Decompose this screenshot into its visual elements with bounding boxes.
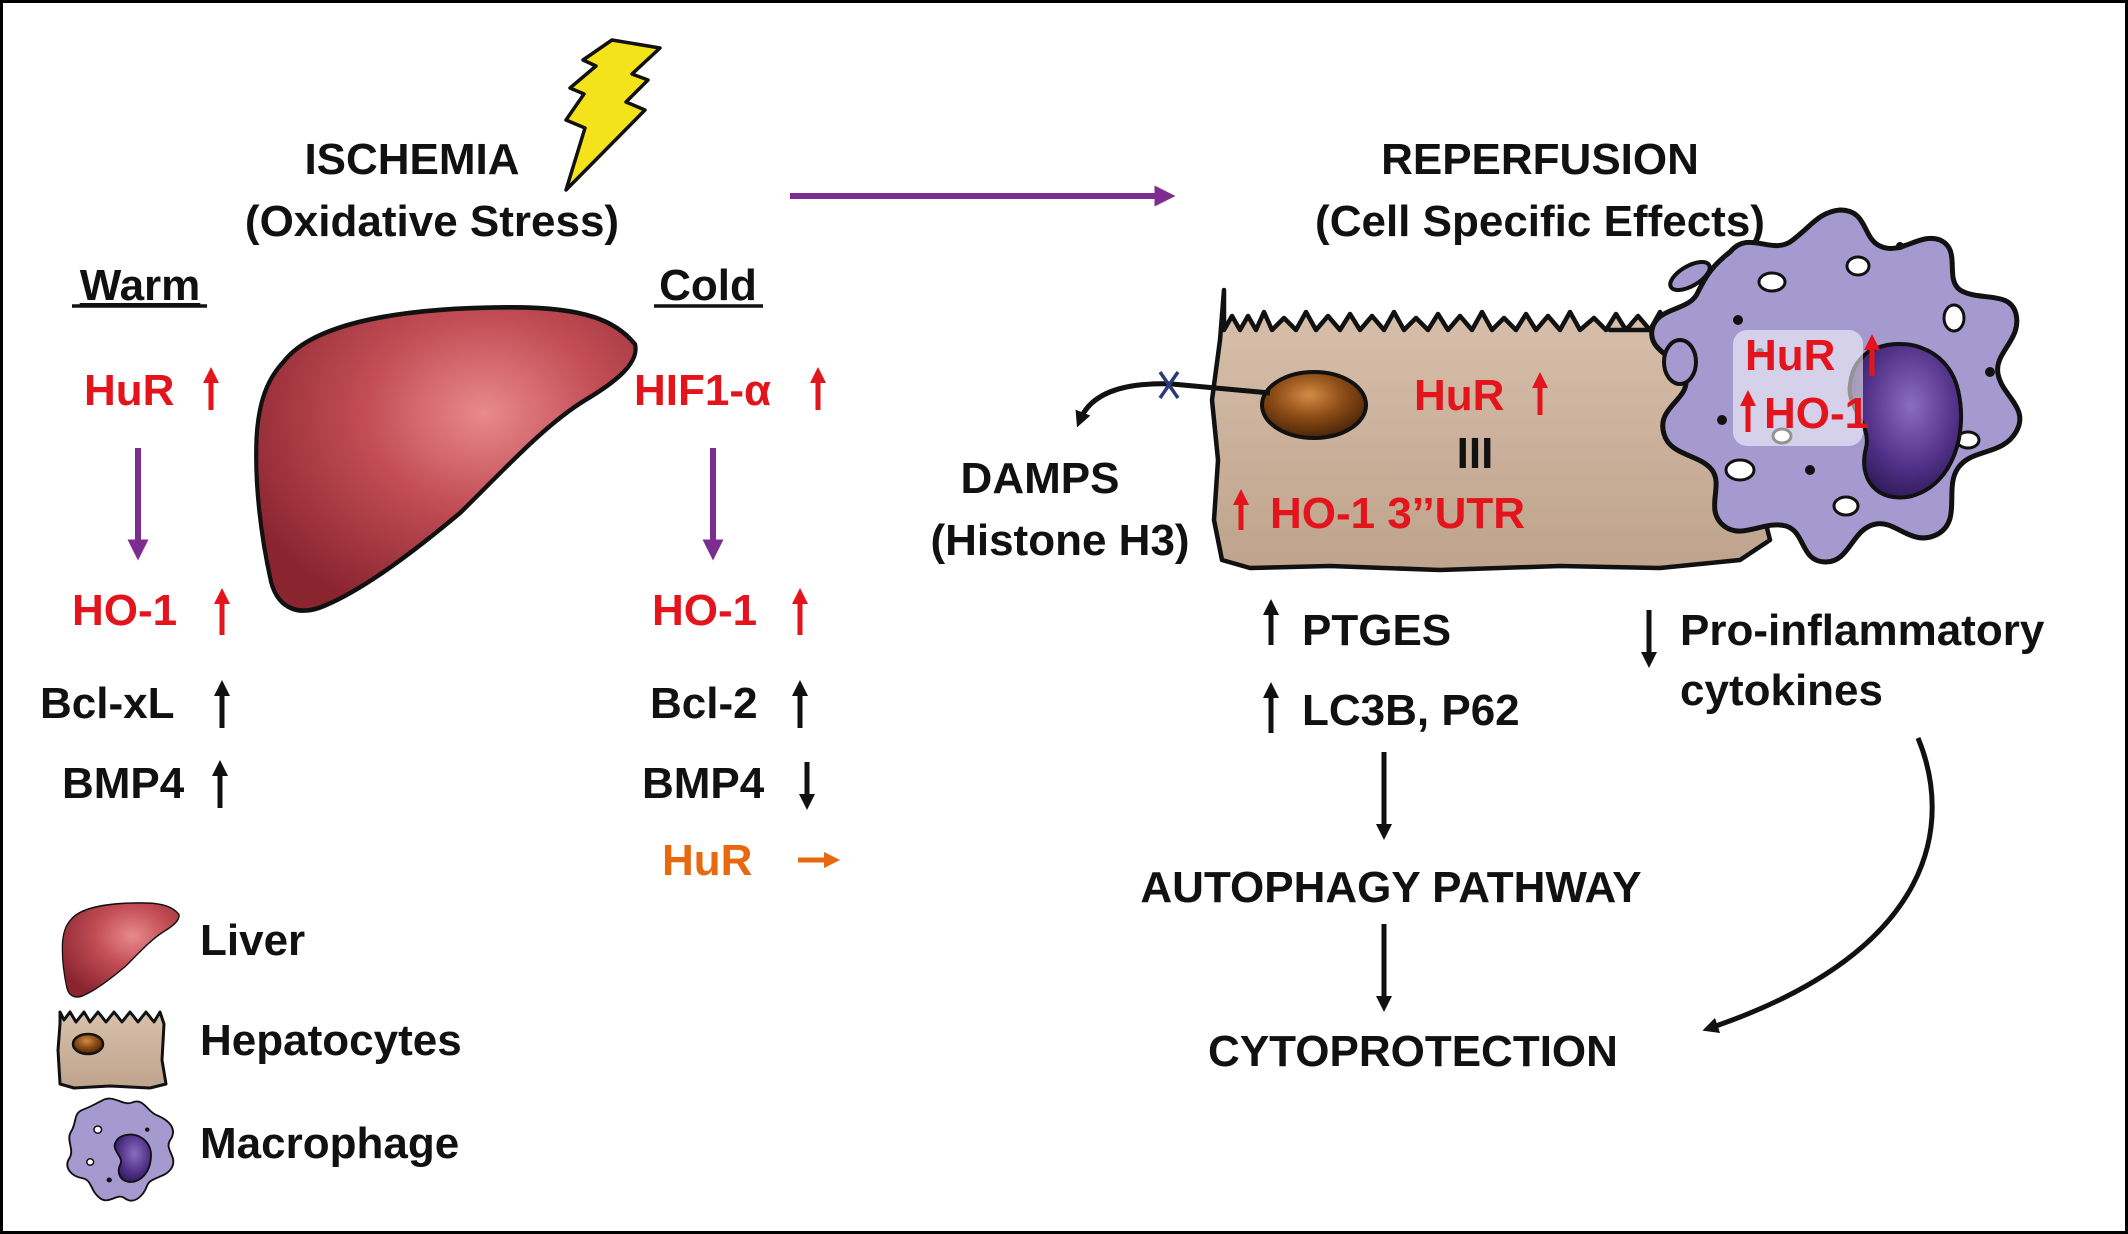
cold-hur-label: HuR xyxy=(662,836,752,885)
ptges-label: PTGES xyxy=(1302,606,1451,655)
macrophage-label-box xyxy=(1733,330,1863,446)
ho1-3utr-label: HO-1 3’’UTR xyxy=(1270,489,1525,538)
macrophage-illustration xyxy=(1649,207,2023,565)
warm-heading: Warm xyxy=(80,261,201,310)
reperfusion-title: REPERFUSION xyxy=(1381,135,1699,184)
cold-heading: Cold xyxy=(659,261,757,310)
macrophage-hur-label: HuR xyxy=(1745,331,1835,380)
damps-label: DAMPS xyxy=(961,454,1120,503)
warm-hur-label: HuR xyxy=(84,366,174,415)
legend-hepatocyte-label: Hepatocytes xyxy=(200,1016,462,1065)
cytokines-to-cytoprotection-arrow xyxy=(1702,737,1935,1034)
reperfusion-subtitle: (Cell Specific Effects) xyxy=(1315,197,1765,246)
macrophage-icon xyxy=(66,1097,175,1202)
liver-illustration xyxy=(256,307,635,610)
lc3b-p62-label: LC3B, P62 xyxy=(1302,686,1520,735)
cold-hif1a-label: HIF1-α xyxy=(634,366,771,415)
histone-label: (Histone H3) xyxy=(930,516,1189,565)
cold-ho1-label: HO-1 xyxy=(652,586,757,635)
macrophage-ho1-label: HO-1 xyxy=(1764,389,1869,438)
cytoprotection-label: CYTOPROTECTION xyxy=(1208,1027,1618,1076)
hepatocyte-hur-label: HuR xyxy=(1414,371,1504,420)
hepatocyte-nucleus xyxy=(1260,370,1368,440)
ischemia-title: ISCHEMIA xyxy=(304,135,519,184)
legend-macrophage-label: Macrophage xyxy=(200,1119,459,1168)
cold-bcl2-label: Bcl-2 xyxy=(650,679,758,728)
hur-binding-symbol: III xyxy=(1457,429,1494,478)
hepatocyte-illustration xyxy=(1209,287,1773,573)
warm-bmp4-label: BMP4 xyxy=(62,759,185,808)
cold-bmp4-label: BMP4 xyxy=(642,759,765,808)
liver-icon xyxy=(61,902,180,998)
blocked-x-icon xyxy=(1158,371,1180,399)
legend: Liver Hepatocytes Macrophage xyxy=(56,902,462,1202)
ischemia-subtitle: (Oxidative Stress) xyxy=(245,197,619,246)
autophagy-label: AUTOPHAGY PATHWAY xyxy=(1140,863,1641,912)
warm-ho1-label: HO-1 xyxy=(72,586,177,635)
hepatocyte-icon xyxy=(56,1010,168,1090)
legend-liver-label: Liver xyxy=(200,916,305,965)
cytokines-label-line2: cytokines xyxy=(1680,666,1883,715)
lightning-bolt-icon xyxy=(564,38,662,192)
warm-bclxl-label: Bcl-xL xyxy=(40,679,174,728)
cytokines-label-line1: Pro-inflammatory xyxy=(1680,606,2045,655)
